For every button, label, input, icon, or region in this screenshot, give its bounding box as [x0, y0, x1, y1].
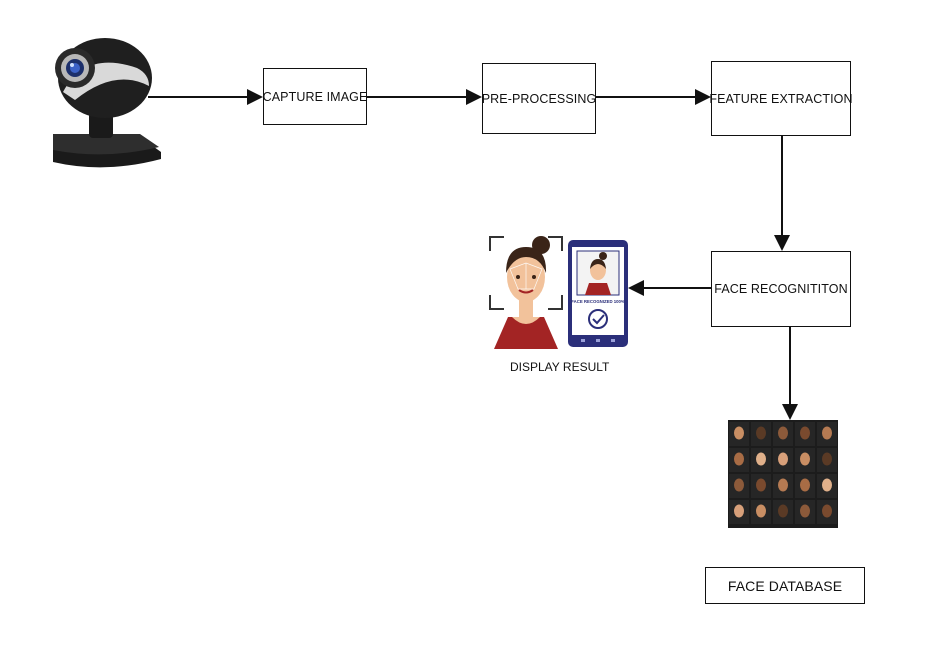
grid-face [756, 504, 766, 518]
face-recognition-box: FACE RECOGNITITON [711, 251, 851, 327]
grid-face [778, 478, 788, 492]
grid-face [778, 452, 788, 466]
feature-extraction-label: FEATURE EXTRACTION [709, 91, 853, 106]
grid-face [822, 478, 832, 492]
grid-face [800, 426, 810, 440]
grid-face [800, 452, 810, 466]
face-scan-illustration [489, 236, 563, 349]
pre-processing-box: PRE-PROCESSING [482, 63, 596, 134]
phone-illustration: FACE RECOGNIZED 100% [568, 240, 628, 347]
grid-face [822, 426, 832, 440]
grid-face [800, 504, 810, 518]
grid-face [778, 504, 788, 518]
display-result-label: DISPLAY RESULT [510, 360, 610, 374]
grid-face [822, 452, 832, 466]
grid-face [756, 426, 766, 440]
grid-face [822, 504, 832, 518]
grid-face [756, 452, 766, 466]
grid-face [734, 426, 744, 440]
face-database-box: FACE DATABASE [705, 567, 865, 604]
face-recognition-label: FACE RECOGNITITON [714, 282, 848, 296]
capture-image-box: CAPTURE IMAGE [263, 68, 367, 125]
face-grid-thumbnail [728, 420, 838, 528]
pre-processing-label: PRE-PROCESSING [481, 91, 597, 106]
grid-face [734, 478, 744, 492]
face-database-label: FACE DATABASE [727, 577, 843, 594]
capture-image-label: CAPTURE IMAGE [262, 89, 368, 104]
grid-face [734, 452, 744, 466]
phone-recognized-text: FACE RECOGNIZED 100% [571, 299, 625, 304]
grid-face [778, 426, 788, 440]
grid-face [734, 504, 744, 518]
feature-extraction-box: FEATURE EXTRACTION [709, 61, 853, 136]
grid-face [800, 478, 810, 492]
webcam-icon [53, 38, 161, 168]
grid-face [756, 478, 766, 492]
